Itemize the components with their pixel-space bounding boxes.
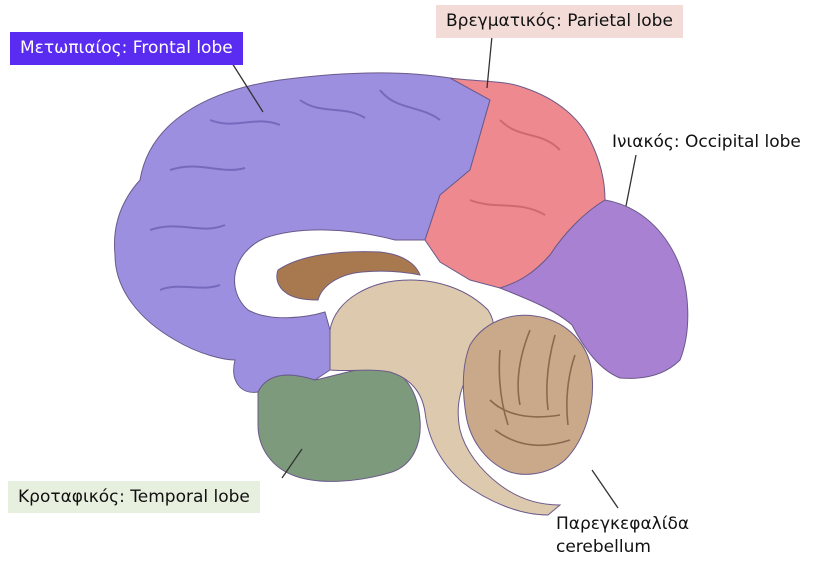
occipital-leader — [626, 155, 636, 206]
cerebellum-label-english: cerebellum — [556, 536, 689, 559]
occipital-lobe-label: Ινιακός: Occipital lobe — [612, 131, 801, 153]
temporal-lobe — [258, 367, 420, 481]
parietal-lobe-label: Βρεγματικός: Parietal lobe — [436, 5, 683, 38]
frontal-lobe-label: Μετωπιαίος: Frontal lobe — [10, 32, 243, 65]
parietal-leader — [487, 36, 492, 88]
cerebellum — [463, 315, 592, 474]
temporal-lobe-label: Κροταφικός: Temporal lobe — [8, 481, 260, 513]
cerebellum-label-greek: Παρεγκεφαλίδα — [556, 513, 689, 536]
cerebellum-leader — [592, 470, 618, 508]
cerebellum-label: Παρεγκεφαλίδα cerebellum — [556, 513, 689, 559]
